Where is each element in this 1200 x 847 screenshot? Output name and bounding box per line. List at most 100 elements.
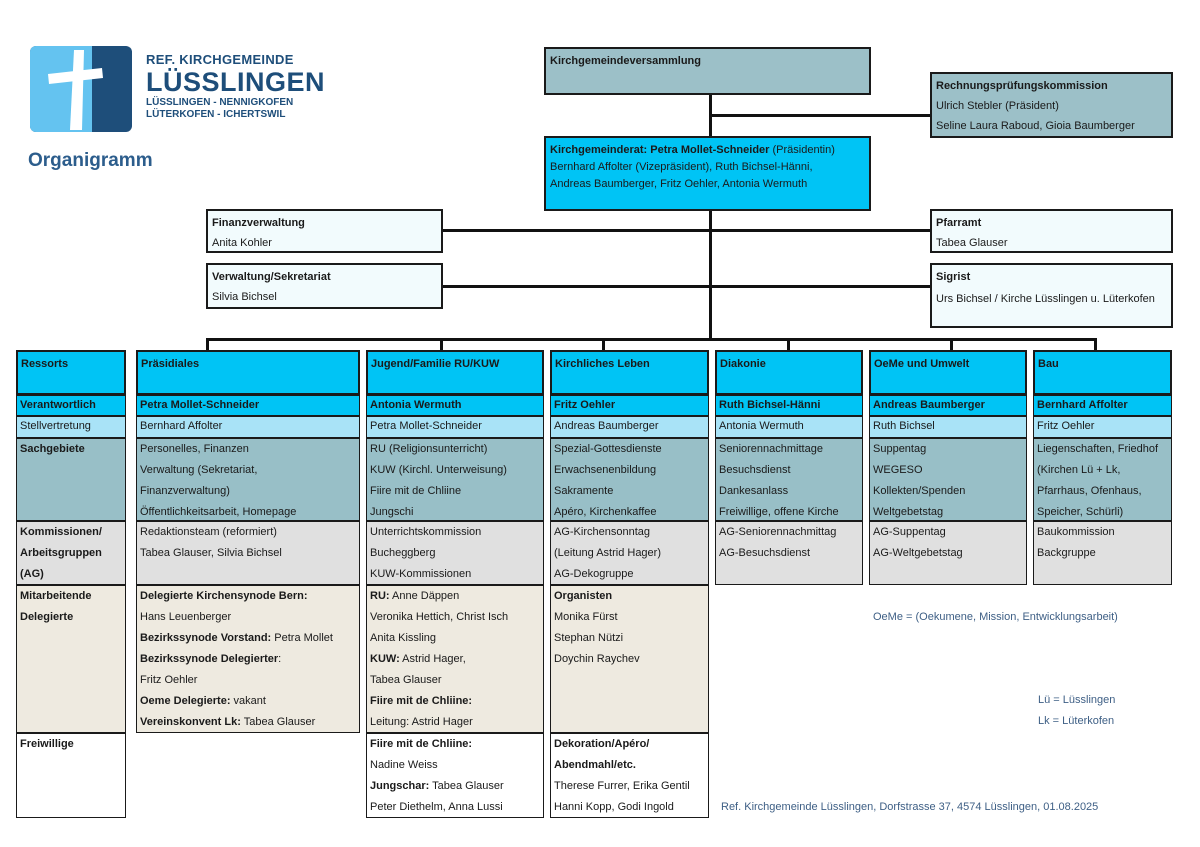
kommission-item: Tabea Glauser, Silvia Bichsel xyxy=(140,547,282,559)
freiwillige-item-bold: Abendmahl/etc. xyxy=(554,759,636,771)
row-label-kommissionen-line: Arbeitsgruppen xyxy=(20,547,102,559)
logo-line-1: REF. KIRCHGEMEINDE xyxy=(146,52,294,67)
stellvertretung-cell: Ruth Bichsel xyxy=(869,416,1027,438)
sachgebiet-item: Apéro, Kirchenkaffee xyxy=(554,506,657,518)
mitarbeitende-item: Leitung: Astrid Hager xyxy=(370,712,540,732)
mitarbeitende-item: RU: Anne Däppen xyxy=(370,586,540,607)
freiwillige-item: Fiire mit de Chliine: xyxy=(370,734,540,755)
mitarbeitende-item-bold: Oeme Delegierte: xyxy=(140,695,231,707)
sachgebiet-item: RU (Religionsunterricht) xyxy=(370,443,488,455)
mitarbeitende-item-bold: KUW: xyxy=(370,653,400,665)
row-label-verantwortlich: Verantwortlich xyxy=(16,395,126,416)
mitarbeitende-item-bold: RU: xyxy=(370,590,390,602)
connector-line xyxy=(206,338,209,352)
freiwillige-cell: Dekoration/Apéro/Abendmahl/etc.Therese F… xyxy=(550,733,709,818)
mitarbeitende-item: Fritz Oehler xyxy=(140,670,356,691)
sachgebiet-item: Seniorennachmittage xyxy=(719,443,823,455)
sachgebiet-item: Finanzverwaltung) xyxy=(140,485,230,497)
kommission-item: AG-Dekogruppe xyxy=(554,568,634,580)
connector-line xyxy=(709,210,712,340)
mitarbeitende-item-bold: Delegierte Kirchensynode Bern: xyxy=(140,590,308,602)
finanz-title: Finanzverwaltung xyxy=(212,217,305,229)
freiwillige-item-text: Peter Diethelm, Anna Lussi xyxy=(370,801,503,813)
sachgebiet-item: Öffentlichkeitsarbeit, Homepage xyxy=(140,506,297,518)
mitarbeitende-item-text: Hans Leuenberger xyxy=(140,611,232,623)
connector-line xyxy=(206,338,1097,341)
rpk-title: Rechnungsprüfungskommission xyxy=(936,80,1108,92)
verantwortlich-cell: Bernhard Affolter xyxy=(1033,395,1172,416)
kirchgemeinderat-box: Kirchgemeinderat: Petra Mollet-Schneider… xyxy=(544,136,871,211)
sigrist-title: Sigrist xyxy=(936,271,971,283)
mitarbeitende-item-text: Fritz Oehler xyxy=(140,674,198,686)
freiwillige-item-bold: Fiire mit de Chliine: xyxy=(370,738,473,750)
mitarbeitende-item: Delegierte Kirchensynode Bern: xyxy=(140,586,356,607)
verantwortlich-cell: Fritz Oehler xyxy=(550,395,709,416)
connector-line xyxy=(710,114,931,117)
kommission-item: Backgruppe xyxy=(1037,547,1096,559)
sachgebiet-item: Weltgebetstag xyxy=(873,506,944,518)
finanz-name: Anita Kohler xyxy=(212,237,272,249)
verantwortlich-cell: Andreas Baumberger xyxy=(869,395,1027,416)
lk-note: Lk = Lüterkofen xyxy=(1038,715,1115,727)
kommission-item: AG-Kirchensonntag xyxy=(554,526,650,538)
sachgebiet-item: Fiire mit de Chliine xyxy=(370,485,462,497)
stellvertretung-cell: Andreas Baumberger xyxy=(550,416,709,438)
freiwillige-item-text: Hanni Kopp, Godi Ingold xyxy=(554,801,674,813)
freiwillige-item-bold: Dekoration/Apéro/ xyxy=(554,738,650,750)
mitarbeitende-item: Oeme Delegierte: vakant xyxy=(140,691,356,712)
column-header: Bau xyxy=(1033,350,1172,395)
row-label-mitarbeitende-line: Mitarbeitende xyxy=(20,590,92,602)
connector-line xyxy=(440,338,443,352)
logo-line-3: LÜSSLINGEN - NENNIGKOFEN xyxy=(146,97,294,108)
mitarbeitende-item-text: Veronika Hettich, Christ Isch xyxy=(370,611,509,623)
finanzverwaltung-box: Finanzverwaltung Anita Kohler xyxy=(206,209,443,253)
connector-line xyxy=(441,229,931,232)
sachgebiet-item: WEGESO xyxy=(873,464,923,476)
mitarbeitende-item-text: vakant xyxy=(230,695,266,707)
kirchgemeindeversammlung-box: Kirchgemeindeversammlung xyxy=(544,47,871,95)
oeme-note: OeMe = (Oekumene, Mission, Entwicklungsa… xyxy=(873,611,1118,623)
mitarbeitende-item-bold: Bezirkssynode Vorstand: xyxy=(140,632,272,644)
sachgebiet-item: Besuchsdienst xyxy=(719,464,791,476)
freiwillige-item-text: Tabea Glauser xyxy=(429,780,504,792)
kommission-item: AG-Besuchsdienst xyxy=(719,547,811,559)
mitarbeitende-item-text: Tabea Glauser xyxy=(240,716,316,728)
kgr-line-1: Bernhard Affolter (Vizepräsident), Ruth … xyxy=(550,161,813,173)
mitarbeitende-item: Anita Kissling xyxy=(370,628,540,649)
mitarbeitende-item-bold: Organisten xyxy=(554,590,613,602)
mitarbeitende-item: Bezirkssynode Vorstand: Petra Mollet xyxy=(140,628,356,649)
connector-line xyxy=(602,338,605,352)
row-label-kommissionen: Kommissionen/Arbeitsgruppen(AG) xyxy=(16,521,126,585)
row-label-stellvertretung: Stellvertretung xyxy=(16,416,126,438)
mitarbeitende-cell: Delegierte Kirchensynode Bern: Hans Leuen… xyxy=(136,585,360,733)
rpk-line-2: Seline Laura Raboud, Gioia Baumberger xyxy=(936,120,1135,132)
kommission-item: Bucheggberg xyxy=(370,547,436,559)
sachgebiet-item: Speicher, Schürli) xyxy=(1037,506,1124,518)
mitarbeitende-item: Bezirkssynode Delegierter: xyxy=(140,649,356,670)
stellvertretung-cell: Antonia Wermuth xyxy=(715,416,863,438)
mitarbeitende-item-text: Monika Fürst xyxy=(554,611,618,623)
connector-line xyxy=(441,285,931,288)
mitarbeitende-item-text: Leitung: Astrid Hager xyxy=(370,716,473,728)
verwaltung-box: Verwaltung/Sekretariat Silvia Bichsel xyxy=(206,263,443,309)
mitarbeitende-item: Fiire mit de Chliine: xyxy=(370,691,540,712)
cross-logo-icon xyxy=(30,46,132,132)
mitarbeitende-item-text: Astrid Hager, xyxy=(399,653,466,665)
row-label-freiwillige: Freiwillige xyxy=(16,733,126,818)
mitarbeitende-item-text: Anne Däppen xyxy=(389,590,460,602)
sachgebiet-item: Suppentag xyxy=(873,443,927,455)
logo-line-2: LÜSSLINGEN xyxy=(146,67,326,97)
footer-address: Ref. Kirchgemeinde Lüsslingen, Dorfstras… xyxy=(721,801,1099,813)
mitarbeitende-item-bold: Vereinskonvent Lk: xyxy=(140,716,241,728)
kommission-item: Baukommission xyxy=(1037,526,1115,538)
mitarbeitende-item: Vereinskonvent Lk: Tabea Glauser xyxy=(140,712,356,732)
mitarbeitende-item-text: Petra Mollet xyxy=(271,632,333,644)
lu-note: Lü = Lüsslingen xyxy=(1038,694,1116,706)
freiwillige-item: Nadine Weiss xyxy=(370,755,540,776)
verantwortlich-cell: Antonia Wermuth xyxy=(366,395,544,416)
kommission-item: KUW-Kommissionen xyxy=(370,568,472,580)
